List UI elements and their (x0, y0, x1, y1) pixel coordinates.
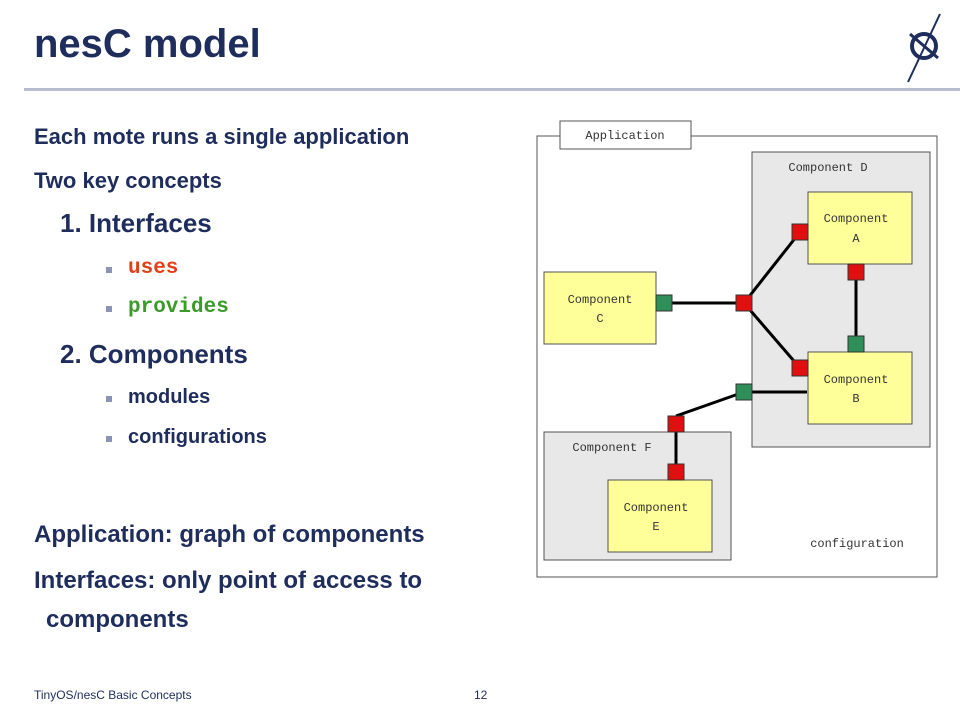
component-b-label-1: Component (824, 373, 889, 387)
uses-port-a-bottom (847, 263, 865, 281)
wire-to-b (742, 302, 802, 369)
bullet-icon (106, 306, 112, 312)
sub-item-uses: uses (128, 257, 179, 280)
summary-line-1: Application: graph of components (34, 521, 425, 548)
component-a (807, 191, 913, 265)
uses-port-d-left (735, 294, 753, 312)
compass-logo-icon (907, 13, 941, 83)
uses-port-b-left (791, 359, 809, 377)
list-item-components: 2. Components (60, 339, 248, 369)
sub-item-configurations: configurations (128, 426, 267, 448)
summary-line-2: Interfaces: only point of access to (34, 567, 423, 594)
component-c-label-2: C (596, 312, 603, 326)
provides-port-c (655, 294, 673, 312)
component-c (543, 271, 657, 345)
component-c-label-1: Component (568, 293, 633, 307)
bullet-icon (106, 267, 112, 273)
summary-line-3: components (46, 606, 189, 633)
component-b-label-2: B (852, 392, 859, 406)
bullet-icon (106, 396, 112, 402)
footer-text: TinyOS/nesC Basic Concepts (34, 688, 192, 702)
component-a-label-2: A (852, 232, 860, 246)
component-e (607, 479, 713, 553)
component-d-label: Component D (788, 161, 867, 175)
application-tab-label: Application (585, 129, 664, 143)
wire-to-a (742, 231, 802, 304)
component-e-label-1: Component (624, 501, 689, 515)
provides-port-b-top (847, 335, 865, 353)
component-b (807, 351, 913, 425)
text-line-2: Two key concepts (34, 168, 222, 193)
page-title: nesC model (34, 22, 261, 66)
component-a-label-1: Component (824, 212, 889, 226)
provides-port-d (735, 383, 753, 401)
list-item-interfaces: 1. Interfaces (60, 208, 212, 238)
application-tab (559, 120, 692, 150)
configuration-label: configuration (810, 537, 904, 551)
component-f-label: Component F (572, 441, 651, 455)
page-number: 12 (474, 688, 488, 702)
sub-item-modules: modules (128, 386, 211, 408)
uses-port-e-top (667, 463, 685, 481)
bullet-icon (106, 436, 112, 442)
uses-port-f-top (667, 415, 685, 433)
wire-d-f (675, 390, 745, 418)
text-line-1: Each mote runs a single application (34, 124, 410, 149)
component-e-label-2: E (652, 520, 659, 534)
uses-port-a-left (791, 223, 809, 241)
sub-item-provides: provides (128, 296, 229, 319)
title-underline (24, 88, 960, 91)
